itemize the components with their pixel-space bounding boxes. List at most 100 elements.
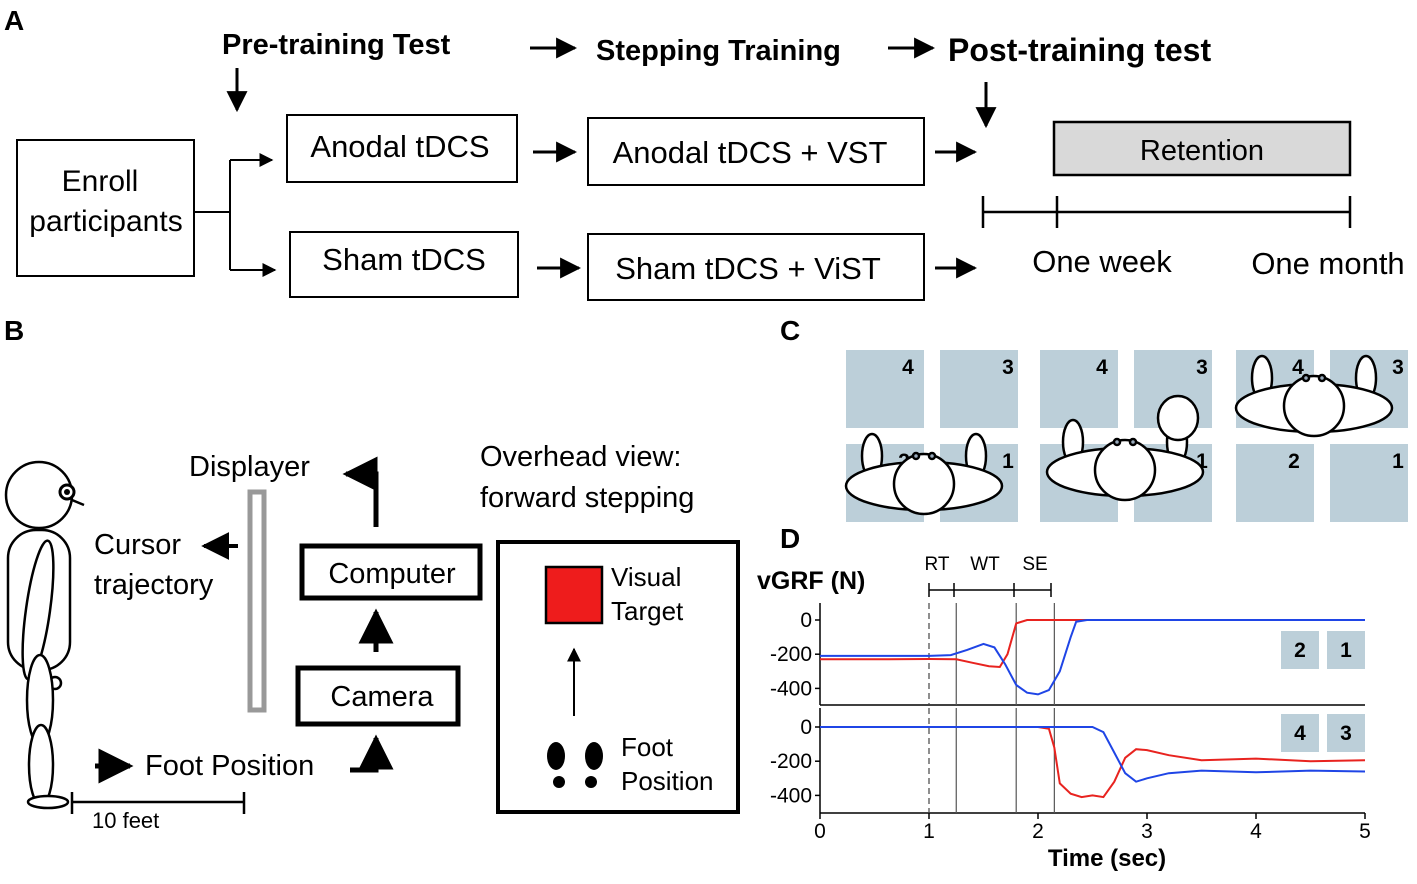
person-figure [4,460,85,810]
blue-force-series [820,619,1365,696]
panel-c: C 432143214321 [780,315,1408,522]
head-shape [1093,438,1157,502]
tile-label: 3 [1196,356,1208,379]
tile-label: 4 [1096,356,1108,379]
sham-training-box [587,233,925,301]
inset-tile-label: 3 [1340,722,1352,745]
tile-label: 2 [1288,450,1300,473]
panel-a: A Pre-training Test Stepping Training Po… [4,5,1405,301]
red-force-series [820,726,1366,799]
visual-target-line1: Visual [611,562,681,592]
phase-label: WT [970,554,1000,575]
y-tick-label: -400 [770,784,812,807]
foot-position-label: Foot Position [145,750,314,782]
y-tick-label: 0 [800,716,812,739]
anodal-tdcs-box [286,114,518,183]
inset-tile [1281,714,1319,752]
enroll-label-line2: participants [29,205,182,238]
tile-label: 4 [902,356,914,379]
retention-label: Retention [1140,135,1264,167]
tile-label: 1 [1002,450,1014,473]
inset-tile [1281,631,1319,669]
enroll-box [16,139,195,277]
overhead-view-box [496,540,740,814]
inset-tile-label: 1 [1340,639,1352,662]
inset-tile [1327,714,1365,752]
eye-shape [927,451,937,461]
stepping-training-header: Stepping Training [596,35,841,67]
visual-target-square [544,565,604,625]
enroll-label-line1: Enroll [62,165,139,198]
post-training-header: Post-training test [948,32,1211,68]
inset-tile [1327,631,1365,669]
retention-timeline [981,196,1352,228]
top-view-figure [844,432,1004,516]
panel-b: B Displayer Cursor trajectory Computer C… [4,315,740,833]
sham-tdcs-label: Sham tDCS [322,242,486,277]
arrow-computer-to-display [342,456,379,527]
tile-label: 3 [1002,356,1014,379]
panel-c-letter: C [780,315,800,346]
x-tick-label: 3 [1141,820,1153,843]
eye-shape [1128,437,1138,447]
x-tick-label: 5 [1359,820,1371,843]
overhead-label-line2: forward stepping [480,482,694,514]
visual-target-line2: Target [611,596,684,626]
target-tile [846,350,924,428]
anodal-tdcs-label: Anodal tDCS [310,129,489,164]
y-tick-label: -200 [770,750,812,773]
computer-box [299,543,483,601]
y-axis-label: vGRF (N) [757,567,865,595]
anodal-training-label: Anodal tDCS + VST [613,135,888,170]
camera-box [295,665,461,727]
y-tick-label: -400 [770,677,812,700]
foot-label-line1: Foot [621,732,674,762]
distance-label: 10 feet [92,808,159,833]
eye-shape [911,451,921,461]
target-tile [1330,444,1408,522]
y-tick-label: -200 [770,643,812,666]
retention-box [1052,120,1352,177]
cursor-label-line2: trajectory [94,569,214,601]
one-week-label: One week [1032,244,1172,279]
blue-force-series [820,726,1366,783]
arrow-foot-to-camera [350,734,394,773]
x-tick-label: 0 [814,820,826,843]
top-view-figure [1234,354,1394,438]
x-axis-label: Time (sec) [1048,845,1166,872]
phase-bracket [928,583,1052,597]
eye-shape [1112,437,1122,447]
head-shape [1282,374,1346,438]
displayer-screen [247,489,267,713]
raised-foot-shape [1156,394,1200,442]
tile-label: 1 [1392,450,1404,473]
top-view-figure [1045,418,1205,502]
foot-label-line2: Position [621,766,714,796]
sham-tdcs-box [289,231,519,298]
x-tick-label: 4 [1250,820,1262,843]
step-target-grids: 432143214321 [844,350,1408,522]
tile-label: 4 [1292,356,1304,379]
anodal-training-box [587,117,925,186]
target-tile [1040,350,1118,428]
tile-label: 3 [1392,356,1404,379]
eye-shape [1301,373,1311,383]
head-shape [892,452,956,516]
displayer-label: Displayer [189,451,310,483]
target-tile [940,350,1018,428]
branch-connector [194,160,231,270]
pre-training-header: Pre-training Test [222,29,451,61]
one-month-label: One month [1251,246,1404,281]
phase-label: SE [1022,554,1047,575]
target-tile [1236,444,1314,522]
inset-tile-label: 4 [1294,722,1306,745]
panel-b-letter: B [4,315,24,346]
panel-d-letter: D [780,523,800,554]
overhead-label-line1: Overhead view: [480,441,682,473]
inset-tile-label: 2 [1294,639,1306,662]
camera-label: Camera [330,681,434,713]
panel-a-letter: A [4,5,24,36]
